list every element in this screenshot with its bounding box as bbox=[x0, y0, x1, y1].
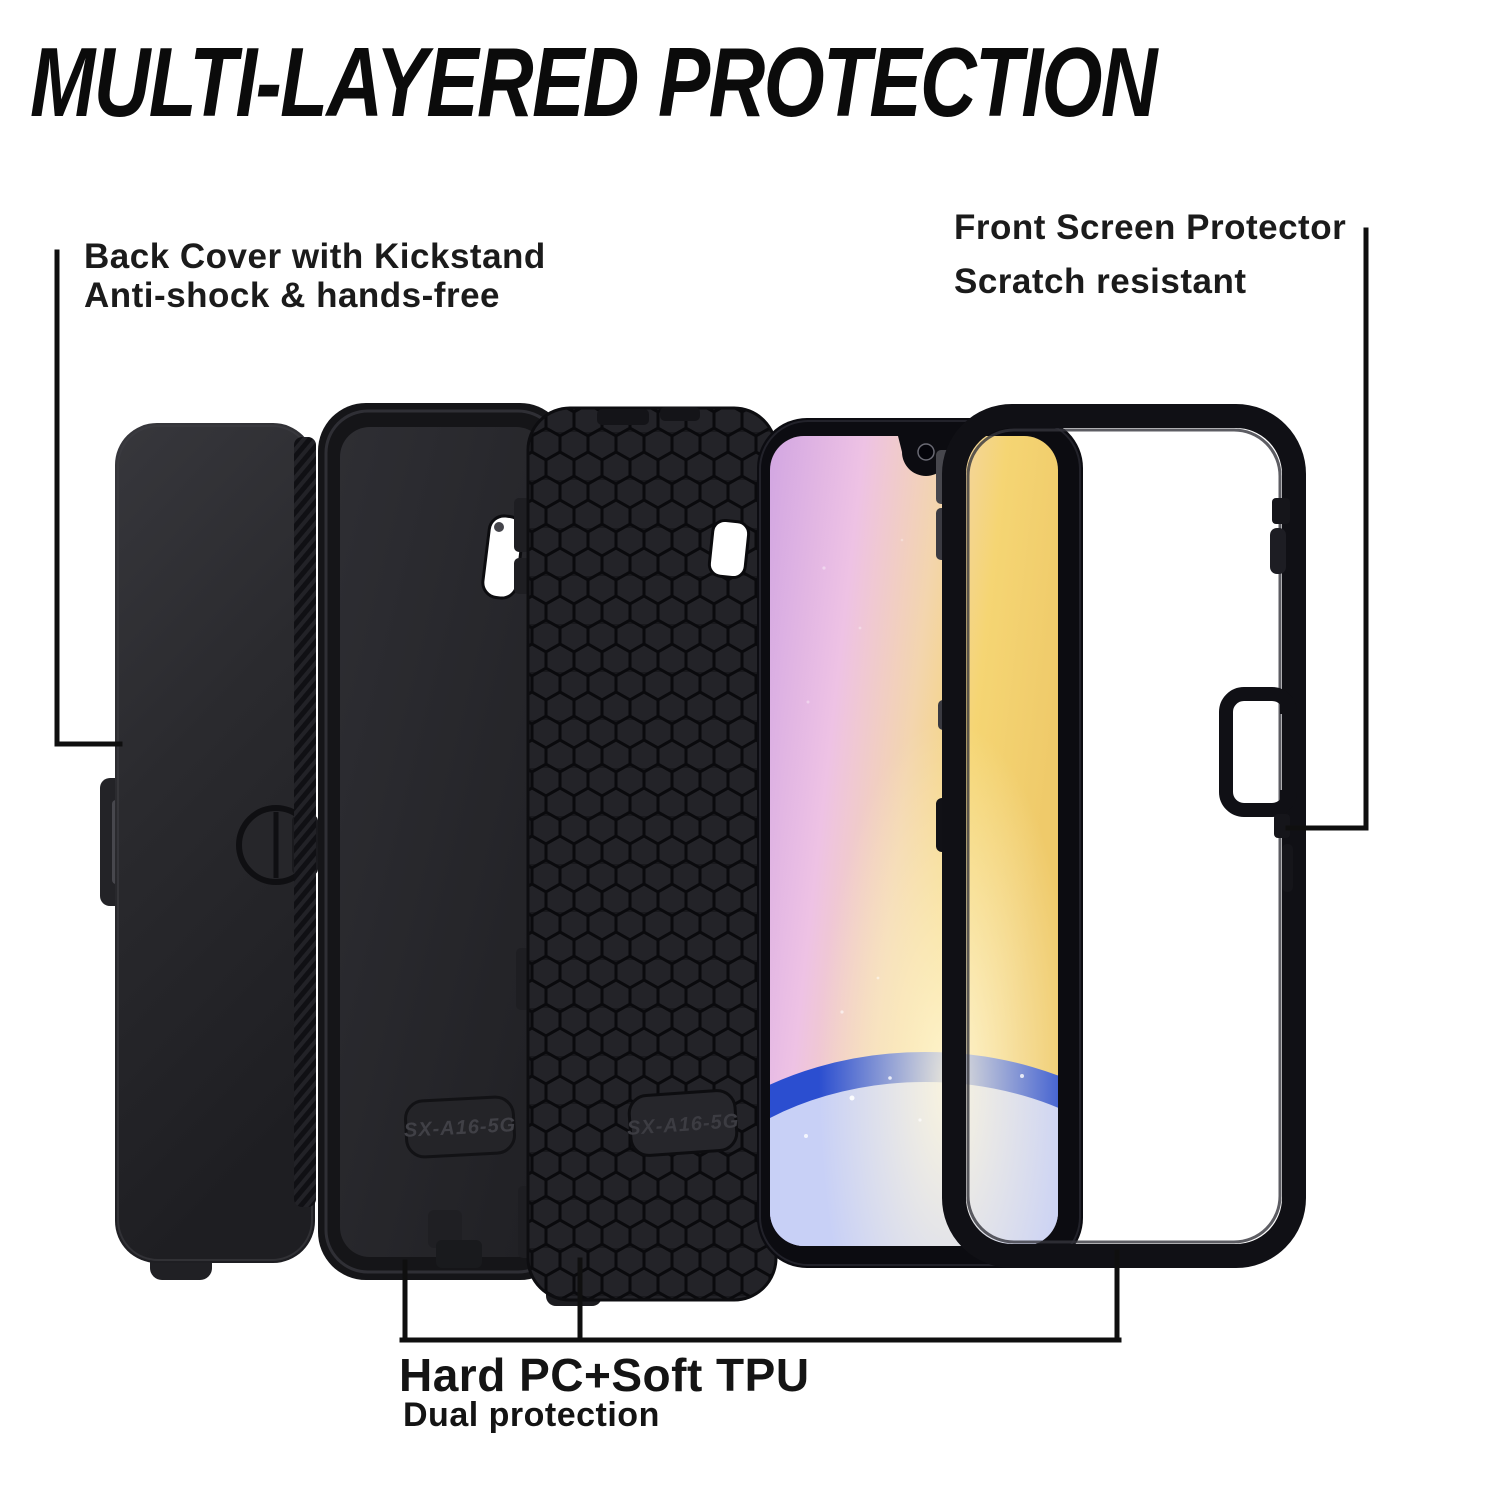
back-cover-layer bbox=[100, 423, 318, 1280]
pc-frame-side-ribbed-edge bbox=[294, 437, 316, 1207]
front-frame-lower-button bbox=[1282, 844, 1293, 892]
front-frame-clip-loop bbox=[1219, 687, 1297, 817]
back-cover-label: Back Cover with Kickstand Anti-shock & h… bbox=[84, 237, 546, 315]
page-title: MULTI-LAYERED PROTECTION bbox=[30, 27, 1158, 137]
back-cover-label-line2: Anti-shock & hands-free bbox=[84, 275, 500, 315]
pc-frame-engraving-plaque bbox=[404, 1095, 516, 1159]
tpu-camera-cutout bbox=[707, 518, 751, 580]
front-frame-border bbox=[942, 404, 1306, 1268]
pc-frame-interior bbox=[340, 427, 546, 1257]
pc-frame-bottom-clip2 bbox=[436, 1240, 482, 1268]
front-camera-lens bbox=[917, 443, 935, 461]
screen-protector-label-line1: Front Screen Protector bbox=[954, 208, 1347, 247]
front-frame-loop-nub-top bbox=[1280, 698, 1294, 714]
tpu-top-tab-1 bbox=[597, 409, 649, 425]
phone-edge-highlight bbox=[759, 420, 1081, 1266]
callout-bracket-materials bbox=[399, 1249, 1122, 1343]
hard-pc-frame-layer: SX-A16-5G bbox=[294, 403, 568, 1280]
back-cover-label-line1: Back Cover with Kickstand bbox=[84, 237, 546, 276]
tpu-engraving-plaque bbox=[627, 1089, 739, 1157]
materials-label-line1: Hard PC+Soft TPU bbox=[399, 1349, 810, 1401]
pc-frame-bottom-clip bbox=[428, 1210, 462, 1248]
phone-layer bbox=[757, 418, 1083, 1268]
front-frame-loop-nub-bottom bbox=[1280, 790, 1294, 806]
callout-line-back-cover bbox=[54, 249, 123, 747]
callout-line-screen-protector bbox=[1285, 227, 1369, 831]
back-cover-body bbox=[115, 423, 315, 1263]
tpu-top-tab-2 bbox=[660, 407, 700, 421]
tpu-left-tab-2 bbox=[514, 558, 530, 594]
front-frame-right-tab bbox=[1272, 498, 1290, 524]
front-frame-right-button bbox=[1270, 528, 1286, 574]
screen-protector-label-line2: Scratch resistant bbox=[954, 262, 1247, 301]
soft-tpu-layer: SX-A16-5G bbox=[514, 406, 778, 1306]
pc-frame-screw-pin bbox=[494, 522, 504, 532]
front-frame-layer bbox=[936, 404, 1306, 1268]
tpu-left-tab-1 bbox=[514, 498, 530, 552]
wallpaper-glow bbox=[770, 436, 1058, 1246]
materials-label-line2: Dual protection bbox=[403, 1396, 660, 1434]
front-frame-lower-tab bbox=[1274, 814, 1290, 838]
